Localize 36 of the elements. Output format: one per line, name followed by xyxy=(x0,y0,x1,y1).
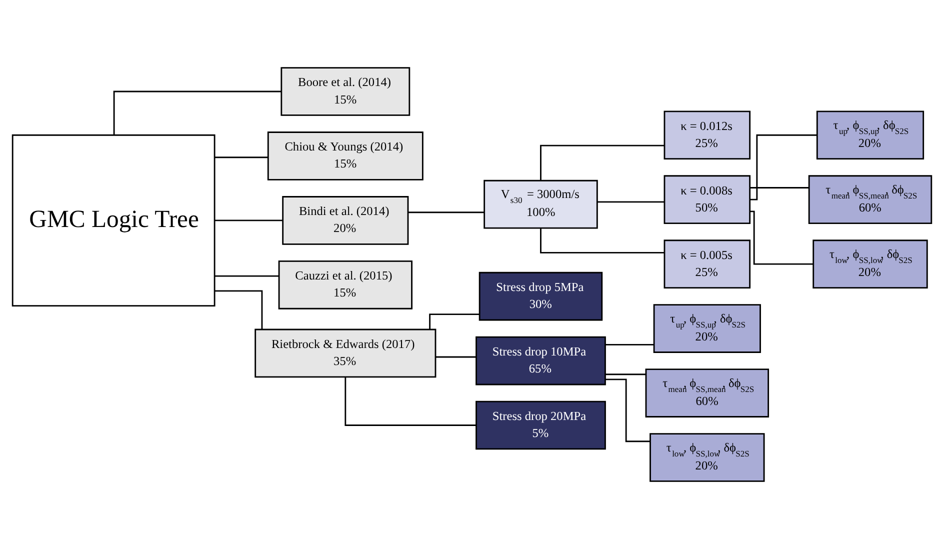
node-box: Stress drop 5MPa 30% xyxy=(478,272,603,321)
connector xyxy=(540,144,664,180)
connector xyxy=(214,290,263,330)
connector xyxy=(540,228,664,254)
connector xyxy=(214,220,283,222)
node-box: κ = 0.005s 25% xyxy=(664,240,751,288)
connector xyxy=(605,374,646,376)
connector xyxy=(605,344,654,346)
connector xyxy=(750,210,814,265)
connector xyxy=(214,156,268,158)
connector xyxy=(408,212,484,214)
node-box: V$_{s30}$ = 3000m/s 100% xyxy=(484,180,598,229)
node-box: τ$_{mean}$, ϕ$_{SS,mean}$, δϕ$_{S2S}$ 60% xyxy=(808,175,932,224)
connector xyxy=(605,378,650,442)
node-box: GMC Logic Tree xyxy=(12,134,216,306)
node-box: τ$_{low}$, ϕ$_{SS,low}$, δϕ$_{S2S}$ 20% xyxy=(650,433,765,482)
node-box: Chiou & Youngs (2014) 15% xyxy=(267,132,424,180)
connector xyxy=(214,275,279,277)
connector xyxy=(750,134,817,200)
node-box: Cauzzi et al. (2015) 15% xyxy=(278,260,412,310)
connector xyxy=(113,90,282,135)
node-box: Boore et al. (2014) 15% xyxy=(280,67,410,116)
node-box: τ$_{up}$, ϕ$_{SS,up}$, δϕ$_{S2S}$ 20% xyxy=(653,304,761,353)
node-box: Rietbrock & Edwards (2017) 35% xyxy=(254,328,436,378)
node-box: Stress drop 20MPa 5% xyxy=(476,400,606,450)
node-box: κ = 0.008s 50% xyxy=(664,175,751,224)
node-box: τ$_{low}$, ϕ$_{SS,low}$, δϕ$_{S2S}$ 20% xyxy=(812,240,928,288)
node-box: κ = 0.012s 25% xyxy=(664,110,751,160)
node-box: Stress drop 10MPa 65% xyxy=(476,336,606,386)
connector xyxy=(436,356,476,358)
connector xyxy=(344,377,476,426)
connector xyxy=(598,201,664,203)
node-box: Bindi et al. (2014) 20% xyxy=(282,196,409,245)
node-box: τ$_{mean}$, ϕ$_{SS,mean}$, δϕ$_{S2S}$ 60% xyxy=(645,368,770,418)
connector xyxy=(750,187,809,188)
node-box: τ$_{up}$, ϕ$_{SS,up}$, δϕ$_{S2S}$ 20% xyxy=(816,110,924,160)
